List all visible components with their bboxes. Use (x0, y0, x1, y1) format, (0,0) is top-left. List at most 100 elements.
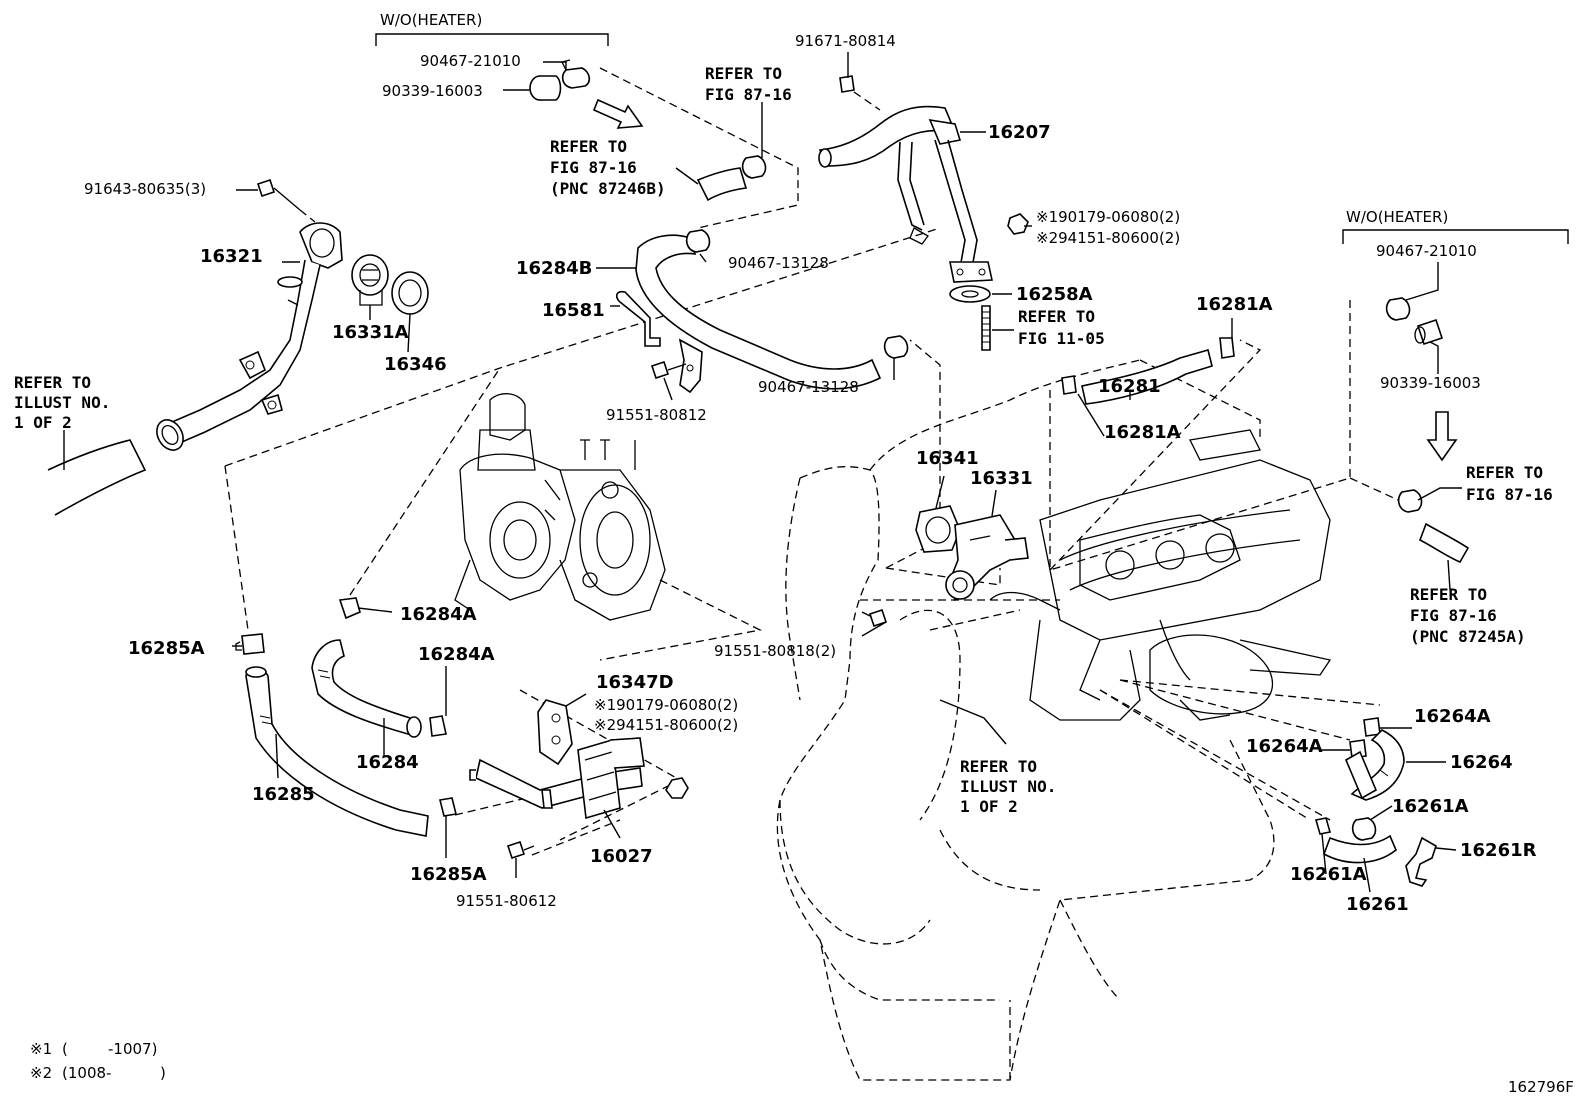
part-label-294151-80600[interactable]: ※294151-80600(2) (1036, 229, 1180, 247)
part-label-16331A[interactable]: 16331A (332, 322, 409, 343)
part-label-16341[interactable]: 16341 (916, 448, 979, 469)
plug-90339-16003-right (1414, 318, 1444, 346)
part-label-16284A-b[interactable]: 16284A (418, 644, 495, 665)
leader-lines (63, 52, 1462, 893)
part-label-294151-80600-b[interactable]: ※294151-80600(2) (594, 716, 738, 734)
part-label-16258A[interactable]: 16258A (1016, 284, 1093, 305)
clip-16261A-a (1351, 817, 1377, 841)
engine-block-outline (776, 359, 1275, 1081)
refer-fig-87-16-pnc-line1: REFER TO (550, 137, 627, 156)
part-label-16207[interactable]: 16207 (988, 122, 1051, 143)
note-2-mark: ※2 (30, 1064, 52, 1082)
nut-190179 (1007, 213, 1029, 235)
part-label-90339-16003-right[interactable]: 90339-16003 (1380, 374, 1481, 392)
note-2-close: ) (160, 1064, 166, 1082)
part-label-16281A-b[interactable]: 16281A (1104, 422, 1181, 443)
part-label-16284B[interactable]: 16284B (516, 258, 592, 279)
part-label-16261A-b[interactable]: 16261A (1290, 864, 1367, 885)
part-label-91643-80635[interactable]: 91643-80635(3) (84, 180, 206, 198)
refer-fig-87-16-top-line2[interactable]: FIG 87-16 (705, 85, 792, 104)
stud-fig11 (981, 305, 991, 351)
clip-90467-13128-a (685, 229, 711, 253)
refer-fig-11-05-line2[interactable]: FIG 11-05 (1018, 329, 1105, 348)
bolt-91643 (256, 178, 316, 223)
refer-fig-87-16-pnc-right-line3: (PNC 87245A) (1410, 627, 1526, 646)
refer-fig-87-16-right-line1: REFER TO (1466, 463, 1543, 482)
part-label-91551-80812[interactable]: 91551-80812 (606, 406, 707, 424)
part-label-90339-16003-left[interactable]: 90339-16003 (382, 82, 483, 100)
gasket-16347D (537, 699, 573, 766)
refer-fig-87-16-pnc-right-line1: REFER TO (1410, 585, 1487, 604)
nut-16027 (665, 777, 689, 799)
clip-16284A-a (338, 597, 361, 620)
hose-16284B (635, 234, 882, 390)
refer-fig-87-16-right-line2[interactable]: FIG 87-16 (1466, 485, 1553, 504)
refer-fig-87-16-pnc-line3: (PNC 87246B) (550, 179, 666, 198)
refer-illust-left-line1: REFER TO (14, 373, 91, 392)
dashed-guides (224, 67, 1421, 856)
thermostat-16331A (351, 254, 389, 306)
gasket-16346 (391, 271, 429, 315)
plug-90339-16003-left (529, 75, 562, 101)
part-label-16581[interactable]: 16581 (542, 300, 605, 321)
part-label-90467-21010-left[interactable]: 90467-21010 (420, 52, 521, 70)
part-label-91551-80612[interactable]: 91551-80612 (456, 892, 557, 910)
part-label-190179-06080[interactable]: ※190179-06080(2) (1036, 208, 1180, 226)
part-label-16264[interactable]: 16264 (1450, 752, 1513, 773)
part-label-16346[interactable]: 16346 (384, 354, 447, 375)
clip-90467-21010-right (1385, 297, 1411, 321)
pipe-16027 (469, 737, 645, 820)
part-label-16281A-a[interactable]: 16281A (1196, 294, 1273, 315)
part-label-16261[interactable]: 16261 (1346, 894, 1409, 915)
part-label-90467-21010-right[interactable]: 90467-21010 (1376, 242, 1477, 260)
gasket-16258A (949, 285, 991, 303)
part-label-16284A-a[interactable]: 16284A (400, 604, 477, 625)
bracket-16581 (615, 290, 703, 394)
refer-illust-center-line2[interactable]: ILLUST NO. (960, 777, 1056, 796)
part-label-16284[interactable]: 16284 (356, 752, 419, 773)
part-label-16285A-a[interactable]: 16285A (128, 638, 205, 659)
direction-arrow-top (592, 98, 644, 129)
part-label-16347D[interactable]: 16347D (596, 672, 674, 693)
bolt-91671 (839, 66, 881, 111)
refer-fig-87-16-pnc-right-line2[interactable]: FIG 87-16 (1410, 606, 1497, 625)
bolt-91551-80818 (861, 608, 888, 628)
part-label-16261R[interactable]: 16261R (1460, 840, 1537, 861)
clip-16285A-a (235, 633, 265, 655)
part-label-91671-80814[interactable]: 91671-80814 (795, 32, 896, 50)
labels: W/O(HEATER) W/O(HEATER) 90467-21010 9033… (14, 11, 1574, 1096)
hose-16264 (1344, 729, 1405, 801)
bolt-91551-80812 (650, 360, 687, 380)
clip-16281A-b (1061, 375, 1077, 395)
part-label-90467-13128-a[interactable]: 90467-13128 (728, 254, 829, 272)
part-label-91551-80818[interactable]: 91551-80818(2) (714, 642, 836, 660)
clip-16261R (1405, 836, 1437, 887)
hose-16261 (1323, 834, 1397, 864)
part-label-16281[interactable]: 16281 (1098, 376, 1161, 397)
figure-id: 162796F (1508, 1078, 1574, 1096)
part-label-16285[interactable]: 16285 (252, 784, 315, 805)
part-label-16027[interactable]: 16027 (590, 846, 653, 867)
refer-fig-87-16-top-line1: REFER TO (705, 64, 782, 83)
part-label-16261A-a[interactable]: 16261A (1392, 796, 1469, 817)
turbocharger (454, 393, 666, 621)
part-label-90467-13128-b[interactable]: 90467-13128 (758, 378, 859, 396)
refer-fig-87-16-pnc-line2[interactable]: FIG 87-16 (550, 158, 637, 177)
clip-refer-87-16-right (1397, 489, 1423, 513)
refer-illust-left-line2[interactable]: ILLUST NO. (14, 393, 110, 412)
engine-head (989, 429, 1332, 721)
part-label-16331[interactable]: 16331 (970, 468, 1033, 489)
part-label-16264A-b[interactable]: 16264A (1246, 736, 1323, 757)
part-label-16264A-a[interactable]: 16264A (1414, 706, 1491, 727)
part-label-190179-06080-b[interactable]: ※190179-06080(2) (594, 696, 738, 714)
note-1-range: -1007) (108, 1040, 157, 1058)
water-pipe-16207 (818, 105, 993, 283)
refer-illust-center-line3: 1 OF 2 (960, 797, 1018, 816)
part-label-16321[interactable]: 16321 (200, 246, 263, 267)
wo-heater-left-bracket (375, 33, 609, 46)
part-label-16285A-b[interactable]: 16285A (410, 864, 487, 885)
header-wo-heater-right: W/O(HEATER) (1346, 208, 1448, 226)
refer-illust-left-line3: 1 OF 2 (14, 413, 72, 432)
